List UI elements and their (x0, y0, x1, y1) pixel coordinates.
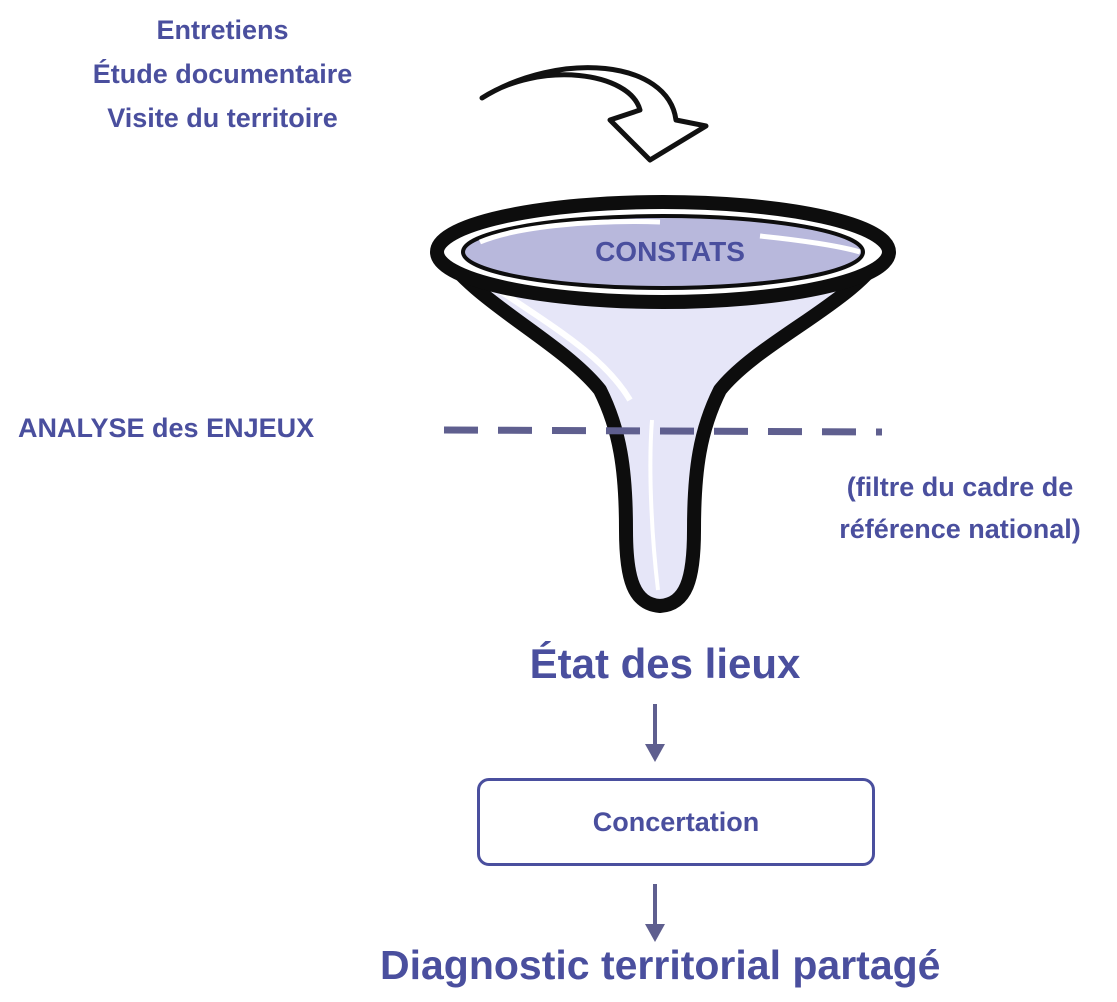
filter-dashed-line (443, 426, 883, 436)
concertation-box: Concertation (477, 778, 875, 866)
filtre-line: référence national) (839, 514, 1081, 544)
curved-arrow-icon (479, 65, 709, 163)
concertation-label: Concertation (592, 806, 760, 837)
diagnostic-label: Diagnostic territorial partagé (380, 942, 941, 988)
source-item: Visite du territoire (107, 103, 338, 133)
source-item: Étude documentaire (92, 59, 353, 89)
funnel-label: CONSTATS (595, 236, 745, 267)
funnel-icon (430, 195, 896, 613)
source-item: Entretiens (156, 15, 289, 45)
filtre-line: (filtre du cadre de (846, 472, 1074, 502)
sources-list: Entretiens Étude documentaire Visite du … (60, 8, 385, 140)
filtre-label: (filtre du cadre de référence national) (800, 466, 1117, 550)
arrow-down-icon (645, 704, 665, 762)
analyse-label: ANALYSE des ENJEUX (18, 413, 315, 443)
arrow-down-icon (645, 884, 665, 942)
etat-label: État des lieux (529, 640, 801, 687)
